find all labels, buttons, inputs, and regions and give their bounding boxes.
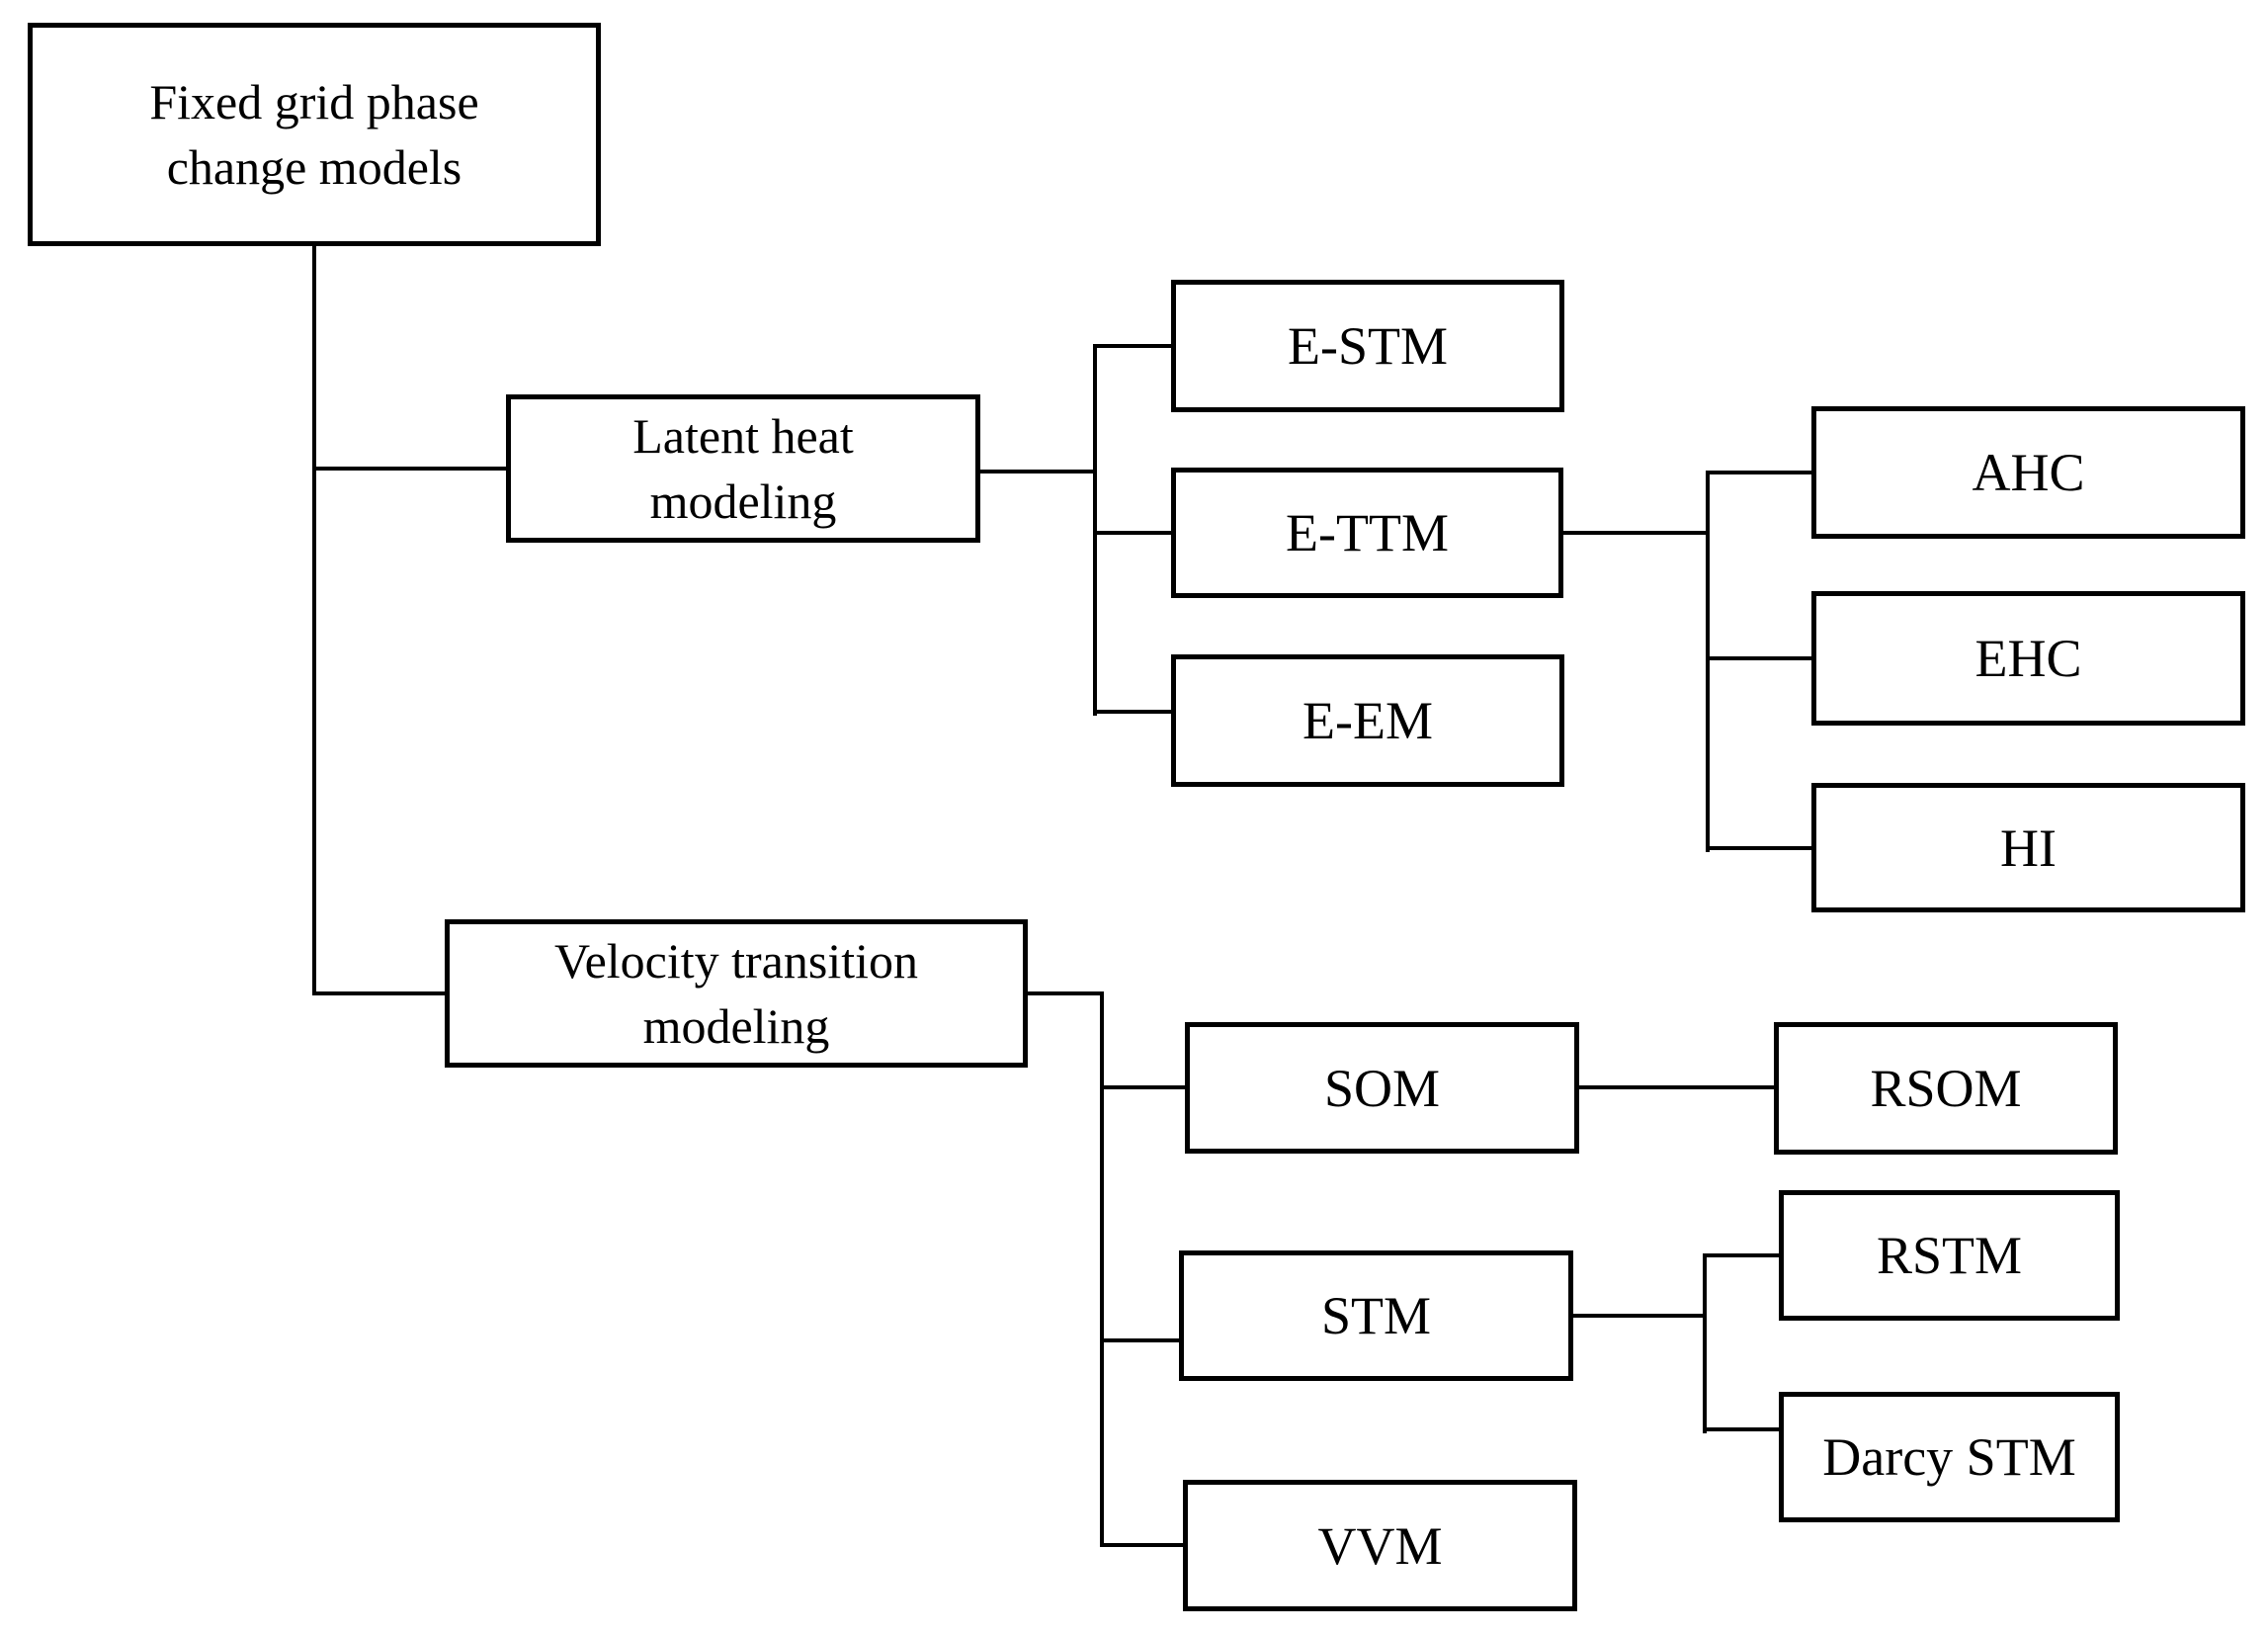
node-label-line: E-EM	[1302, 691, 1433, 750]
connector-stm-children-trunk	[1703, 1253, 1707, 1433]
node-stm: STM	[1179, 1250, 1573, 1381]
node-vvm: VVM	[1183, 1480, 1577, 1611]
node-rsom: RSOM	[1774, 1022, 2118, 1155]
node-ehc: EHC	[1811, 591, 2245, 726]
node-label-line: HI	[2000, 818, 2057, 878]
connector-stub-vvm	[1100, 1543, 1183, 1547]
node-darcy-stm: Darcy STM	[1779, 1392, 2120, 1522]
connector-e-ttm-out	[1563, 531, 1710, 535]
node-velocity-transition-modeling: Velocity transition modeling	[445, 919, 1028, 1068]
node-fixed-grid-phase-change-models: Fixed grid phase change models	[28, 23, 601, 246]
connector-stub-hi	[1706, 846, 1811, 850]
connector-e-ttm-children-trunk	[1706, 471, 1710, 852]
connector-stub-rstm	[1703, 1253, 1779, 1257]
node-label-line: RSOM	[1870, 1059, 2022, 1118]
node-label-line: modeling	[642, 998, 830, 1054]
node-e-ttm: E-TTM	[1171, 468, 1563, 598]
node-ahc: AHC	[1811, 406, 2245, 539]
node-rstm: RSTM	[1779, 1190, 2120, 1321]
node-label-line: EHC	[1974, 629, 2082, 688]
node-label-line: Velocity transition	[554, 933, 918, 989]
connector-stub-darcy-stm	[1703, 1427, 1779, 1431]
node-label-line: Fixed grid phase	[149, 74, 479, 129]
node-hi: HI	[1811, 783, 2245, 912]
connector-root-to-latent	[312, 467, 506, 471]
node-e-stm: E-STM	[1171, 280, 1564, 412]
node-label-line: AHC	[1972, 443, 2085, 502]
node-label-line: RSTM	[1876, 1226, 2023, 1285]
node-label-line: E-TTM	[1286, 503, 1449, 562]
connector-latent-out	[980, 470, 1097, 473]
node-label-line: SOM	[1323, 1058, 1441, 1118]
connector-stub-e-ttm	[1093, 531, 1171, 535]
node-label-line: E-STM	[1288, 316, 1448, 376]
node-label-line: VVM	[1317, 1515, 1443, 1576]
connector-stm-out	[1573, 1314, 1707, 1318]
connector-root-to-velocity	[312, 991, 445, 995]
connector-velocity-children-trunk	[1100, 991, 1104, 1547]
connector-root-trunk	[312, 246, 316, 995]
connector-stub-stm	[1100, 1338, 1179, 1342]
node-label-line: STM	[1320, 1286, 1432, 1345]
connector-som-to-rsom	[1579, 1085, 1774, 1089]
node-e-em: E-EM	[1171, 654, 1564, 787]
node-latent-heat-modeling: Latent heat modeling	[506, 394, 980, 543]
node-label-line: change models	[166, 139, 462, 195]
node-label-line: Latent heat	[632, 408, 854, 464]
connector-latent-children-trunk	[1093, 344, 1097, 716]
connector-stub-e-stm	[1093, 344, 1171, 348]
node-som: SOM	[1185, 1022, 1579, 1154]
node-label-line: modeling	[649, 473, 837, 529]
connector-stub-ahc	[1706, 471, 1811, 474]
node-label-line: Darcy STM	[1822, 1427, 2076, 1487]
connector-stub-som	[1100, 1085, 1185, 1089]
connector-stub-ehc	[1706, 656, 1811, 660]
connector-velocity-out	[1028, 991, 1104, 995]
connector-stub-e-em	[1093, 710, 1171, 714]
